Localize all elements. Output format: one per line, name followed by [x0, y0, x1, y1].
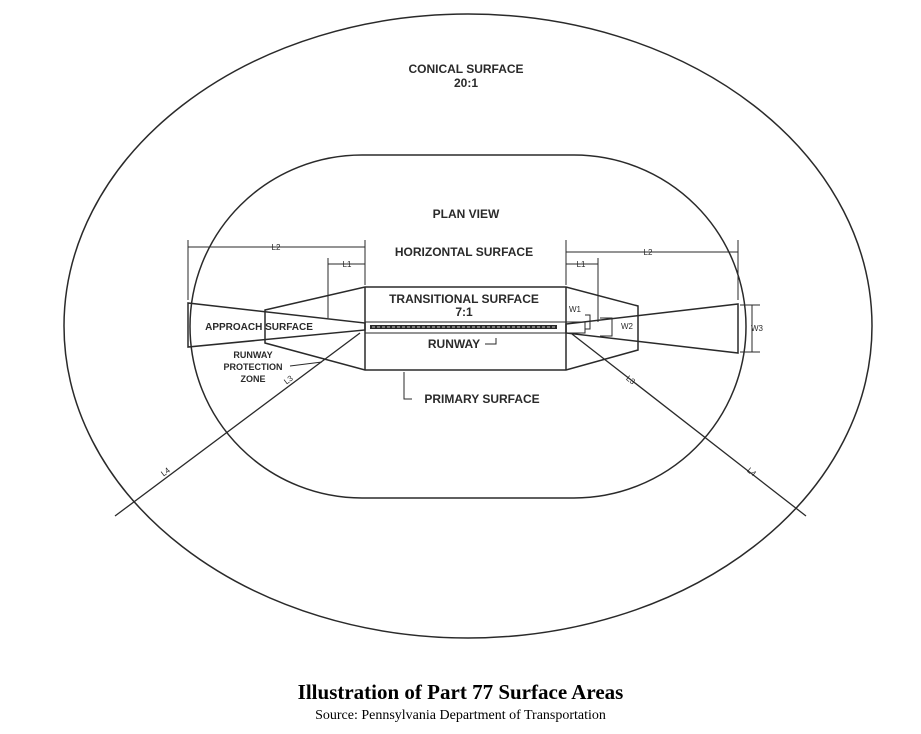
label-rpz-line-1: RUNWAY	[233, 350, 272, 360]
label-rpz-line-2: PROTECTION	[223, 362, 282, 372]
dim-label-l4-left: L4	[159, 465, 172, 478]
figure-caption-title: Illustration of Part 77 Surface Areas	[297, 680, 624, 704]
dim-w2-bracket	[600, 317, 613, 337]
primary-surface-rect	[364, 321, 586, 334]
dim-label-w1: W1	[569, 305, 582, 314]
dim-label-w3: W3	[751, 324, 764, 333]
dim-label-l3-left: L3	[282, 373, 295, 386]
l3-l4-line-right	[571, 333, 807, 517]
label-rpz-line-3: ZONE	[240, 374, 265, 384]
label-approach-surface: APPROACH SURFACE	[205, 322, 313, 333]
rpz-pointer	[289, 361, 323, 367]
l3-l4-line-left	[114, 332, 361, 517]
primary-surface-pointer	[403, 372, 412, 400]
figure-caption-source: Source: Pennsylvania Department of Trans…	[315, 708, 606, 723]
label-primary-surface: PRIMARY SURFACE	[424, 392, 539, 406]
label-transitional-surface: TRANSITIONAL SURFACE	[389, 292, 539, 306]
part77-surface-diagram: CONICAL SURFACE 20:1 PLAN VIEW HORIZONTA…	[63, 13, 873, 639]
conical-surface-outline	[63, 13, 873, 639]
approach-surface-right	[565, 303, 739, 354]
dim-label-w2: W2	[621, 322, 634, 331]
dim-w1-bracket	[585, 314, 591, 330]
dim-label-l1-right: L1	[577, 260, 586, 269]
label-transitional-ratio: 7:1	[455, 305, 473, 319]
dim-label-l2-right: L2	[644, 248, 653, 257]
label-conical-surface: CONICAL SURFACE	[408, 62, 523, 76]
label-runway: RUNWAY	[428, 337, 480, 351]
label-plan-view: PLAN VIEW	[433, 207, 500, 221]
transitional-surface-outline	[264, 286, 639, 371]
dim-label-l1-left: L1	[343, 260, 352, 269]
dim-label-l2-left: L2	[272, 243, 281, 252]
label-horizontal-surface: HORIZONTAL SURFACE	[395, 245, 533, 259]
label-conical-ratio: 20:1	[454, 76, 478, 90]
horizontal-surface-outline	[189, 154, 747, 499]
runway-pointer	[485, 338, 497, 345]
